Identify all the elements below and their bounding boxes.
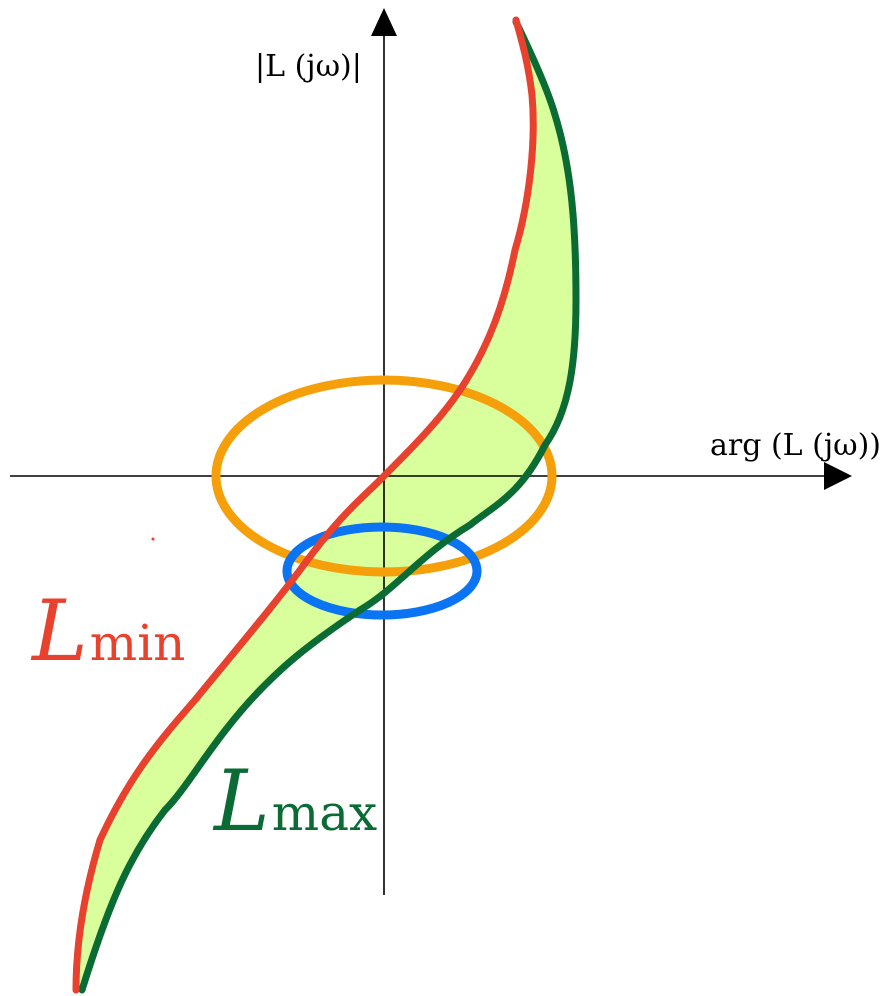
uncertainty-region <box>76 20 576 990</box>
curve-l-max-label: Lmax <box>212 752 377 850</box>
large-ellipse <box>211 375 557 577</box>
curve-l-max-label-base: L <box>212 752 270 850</box>
curve-l-min-label-base: L <box>30 582 88 680</box>
small-ellipse <box>282 522 482 620</box>
y-axis-label: |L (jω)| <box>255 49 362 84</box>
x-axis-arrowhead-icon <box>824 462 852 490</box>
curve-l-min-label: Lmin <box>30 582 185 680</box>
curve-l-min <box>72 16 537 994</box>
y-axis-arrowhead-icon <box>371 8 397 36</box>
x-axis-label: arg (L (jω)) <box>710 428 881 463</box>
curve-l-max <box>78 18 580 994</box>
axes <box>10 8 852 895</box>
curve-l-min-label-sub: min <box>90 614 186 672</box>
curve-l-max-label-sub: max <box>272 784 377 842</box>
stray-dot <box>151 537 155 541</box>
